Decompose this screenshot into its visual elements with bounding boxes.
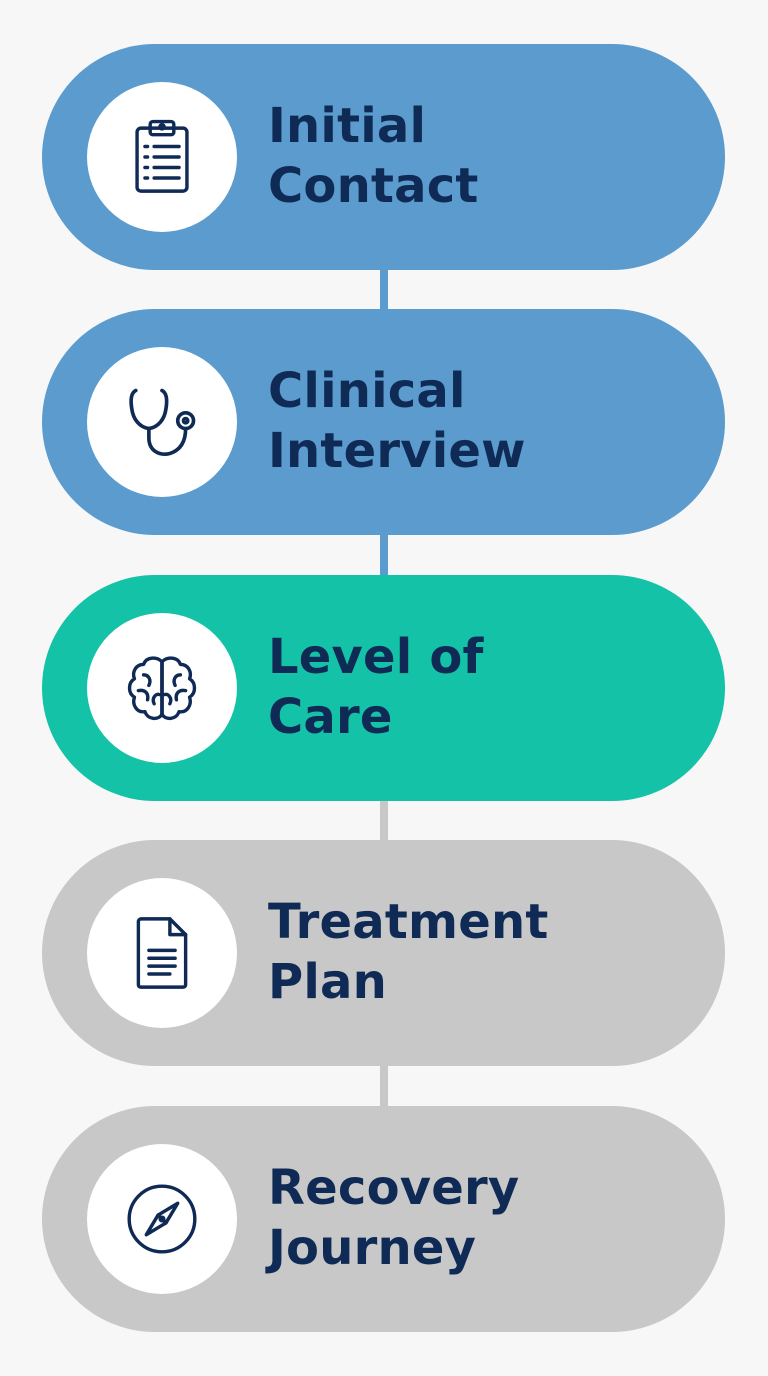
stage-label: Clinical Interview (268, 361, 526, 481)
stage-label-line1: Treatment (268, 894, 549, 950)
stage-recovery-journey: Recovery Journey (42, 1106, 725, 1332)
stage-label-line2: Journey (268, 1220, 477, 1276)
stage-clinical-interview: Clinical Interview (42, 309, 725, 535)
stage-label-line1: Recovery (268, 1160, 520, 1216)
icon-circle (87, 878, 237, 1028)
connector-line (380, 268, 388, 312)
stage-label: Treatment Plan (268, 892, 549, 1012)
stage-label-line2: Care (268, 689, 393, 745)
stage-label-line2: Interview (268, 423, 526, 479)
icon-circle (87, 1144, 237, 1294)
connector-line (380, 533, 388, 577)
stage-label-line1: Level of (268, 629, 484, 685)
stage-initial-contact: Initial Contact (42, 44, 725, 270)
clipboard-icon (135, 119, 189, 193)
stage-label-line1: Clinical (268, 363, 466, 419)
document-icon (136, 917, 188, 989)
stage-label-line2: Plan (268, 954, 387, 1010)
icon-circle (87, 347, 237, 497)
stage-label-line2: Contact (268, 158, 479, 214)
stage-level-of-care: Level of Care (42, 575, 725, 801)
stage-label-line1: Initial (268, 98, 427, 154)
connector-line (380, 799, 388, 843)
stage-label: Level of Care (268, 627, 484, 747)
stage-treatment-plan: Treatment Plan (42, 840, 725, 1066)
connector-line (380, 1064, 388, 1108)
stage-label: Recovery Journey (268, 1158, 519, 1278)
brain-icon (127, 656, 197, 721)
compass-icon (127, 1184, 197, 1254)
icon-circle (87, 82, 237, 232)
stage-label: Initial Contact (268, 96, 479, 216)
stethoscope-icon (129, 388, 196, 456)
icon-circle (87, 613, 237, 763)
